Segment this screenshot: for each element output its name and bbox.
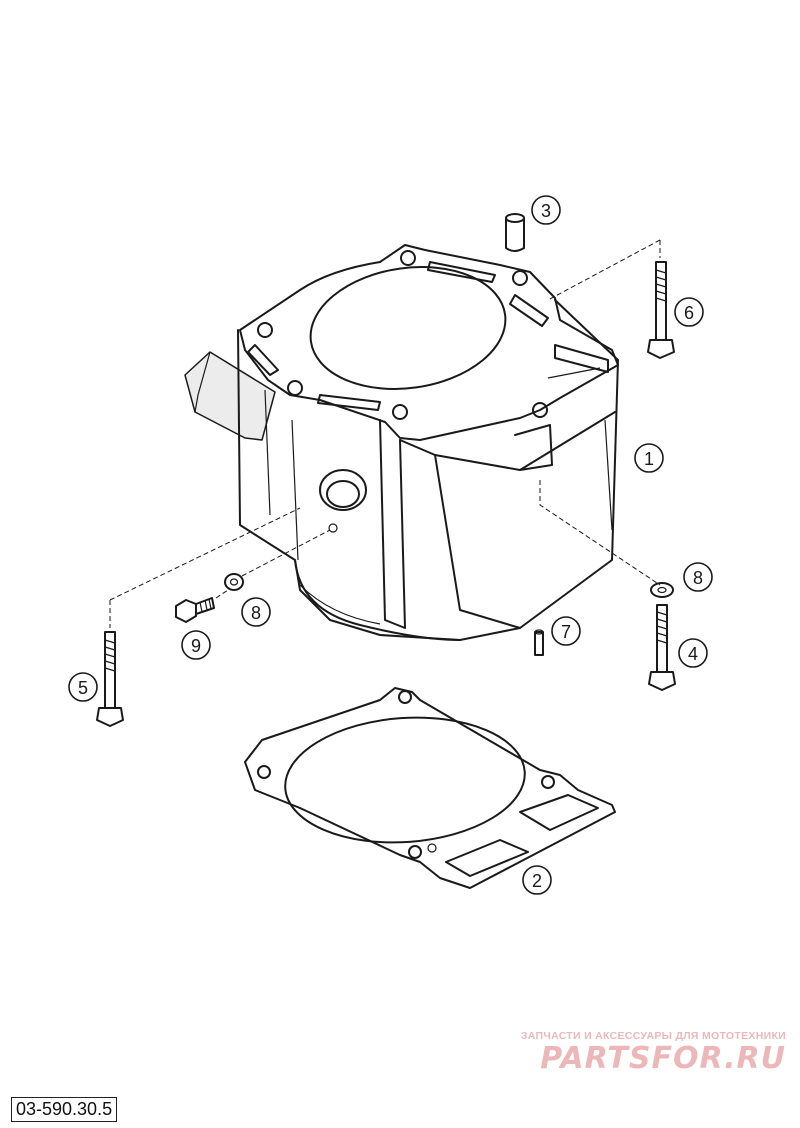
watermark-tagline: ЗАПЧАСТИ И АКСЕССУАРЫ ДЛЯ МОТОТЕХНИКИ xyxy=(520,1030,786,1042)
reference-code: 03-590.30.5 xyxy=(11,1097,118,1122)
stud-bolt-6-part xyxy=(647,261,675,359)
svg-text:3: 3 xyxy=(541,201,551,221)
svg-text:4: 4 xyxy=(688,644,698,664)
assembly-guide-lines xyxy=(109,239,661,628)
washer-8b-part xyxy=(650,582,674,598)
callout-1: 1 xyxy=(634,443,664,473)
callout-5: 5 xyxy=(68,672,98,702)
washer-8a-part xyxy=(224,573,244,591)
dowel-pin-part xyxy=(534,629,544,656)
callout-6: 6 xyxy=(674,297,704,327)
svg-text:8: 8 xyxy=(251,603,261,623)
stud-bolt-5-part xyxy=(96,631,124,727)
callout-3: 3 xyxy=(531,195,561,225)
svg-text:9: 9 xyxy=(191,636,201,656)
screw-part xyxy=(175,597,215,623)
svg-text:8: 8 xyxy=(693,568,703,588)
cylinder-part xyxy=(184,244,619,641)
svg-text:2: 2 xyxy=(532,871,542,891)
svg-text:6: 6 xyxy=(684,303,694,323)
base-gasket-part xyxy=(244,687,616,889)
callout-9: 9 xyxy=(181,630,211,660)
callout-4: 4 xyxy=(678,638,708,668)
svg-text:5: 5 xyxy=(78,678,88,698)
callout-8-right: 8 xyxy=(683,562,713,592)
dowel-sleeve-part xyxy=(505,213,525,252)
svg-text:7: 7 xyxy=(561,622,571,642)
callout-2: 2 xyxy=(522,865,552,895)
callout-7: 7 xyxy=(551,616,581,646)
watermark: ЗАПЧАСТИ И АКСЕССУАРЫ ДЛЯ МОТОТЕХНИКИ PA… xyxy=(476,1030,786,1076)
stud-bolt-4-part xyxy=(648,604,676,691)
watermark-logo: PARTSFOR.RU xyxy=(540,1041,786,1076)
callout-8-left: 8 xyxy=(241,597,271,627)
svg-text:1: 1 xyxy=(644,449,654,469)
